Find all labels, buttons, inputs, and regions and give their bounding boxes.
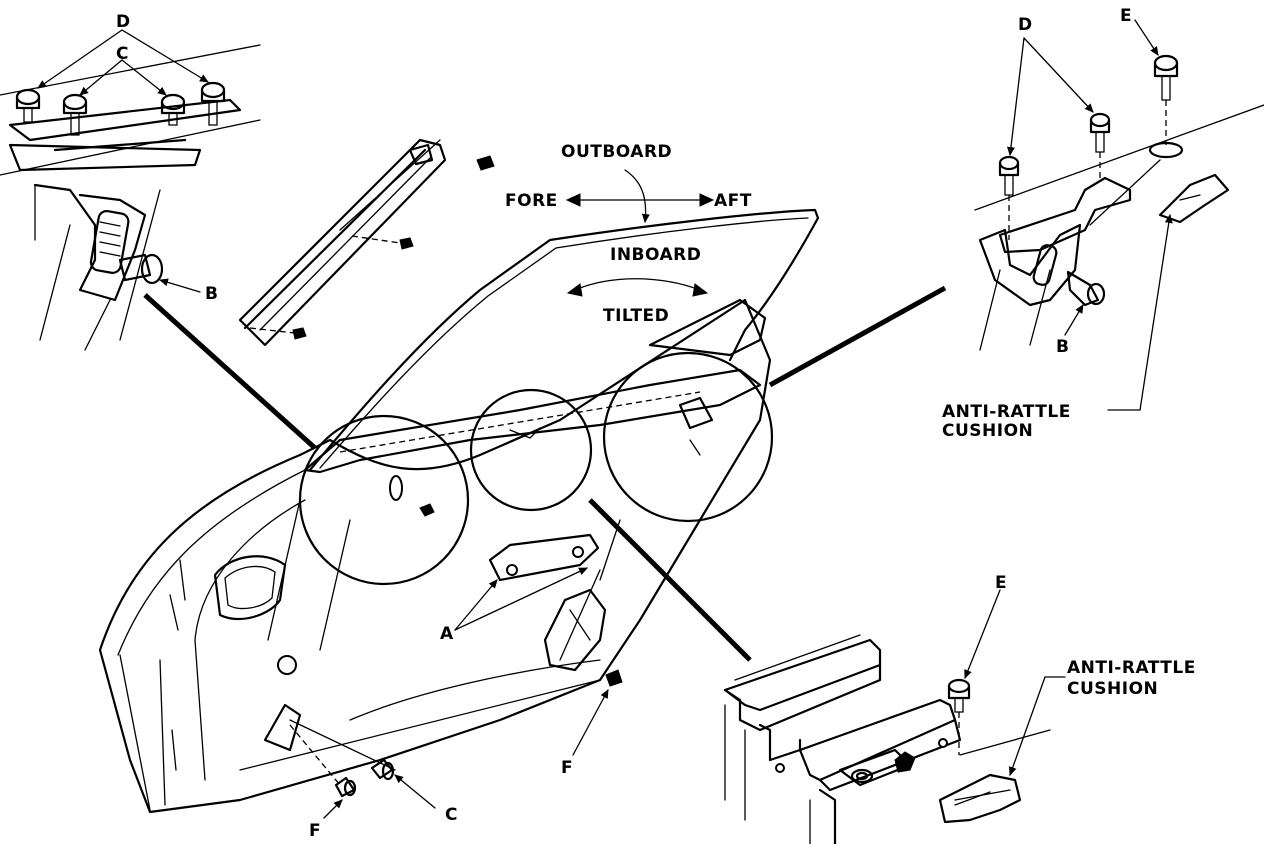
arrows-top-right xyxy=(1006,19,1173,411)
label-b-top-left: B xyxy=(205,284,218,304)
detail-circle-right xyxy=(602,351,774,523)
label-anti-rattle-top-line2: CUSHION xyxy=(942,421,1033,441)
fastener-c-2 xyxy=(160,93,186,126)
label-f-bottom-left: F xyxy=(309,821,321,841)
detail-top-right-bracket xyxy=(974,54,1264,351)
window-glass xyxy=(308,208,820,472)
label-c-bottom: C xyxy=(445,805,458,825)
detail-circle-center xyxy=(469,388,593,512)
fastener-d-1 xyxy=(15,88,41,123)
detail-bottom-right-bracket xyxy=(723,634,1051,844)
detail-top-left-bracket xyxy=(0,44,261,351)
run-channel-part xyxy=(238,138,495,347)
label-d-top-right: D xyxy=(1018,15,1033,35)
label-f-bottom-center: F xyxy=(561,758,573,778)
arrows-bottom-right xyxy=(964,589,1066,776)
door-panel xyxy=(98,298,772,814)
label-c-top-left: C xyxy=(116,44,129,64)
fastener-c-3 xyxy=(370,758,395,781)
label-anti-rattle-top-line1: ANTI-RATTLE xyxy=(942,402,1071,422)
label-inboard: INBOARD xyxy=(610,245,701,265)
label-d-top-left: D xyxy=(116,12,131,32)
label-a: A xyxy=(440,624,454,644)
fastener-f-2 xyxy=(605,669,623,687)
detail-circle-left xyxy=(298,414,470,586)
label-e-bottom-right: E xyxy=(995,573,1007,593)
fastener-d-2 xyxy=(200,81,226,126)
leader-to-top-right-detail xyxy=(768,285,947,388)
label-tilted: TILTED xyxy=(603,306,669,326)
label-outboard: OUTBOARD xyxy=(561,142,672,162)
belt-rail xyxy=(303,298,767,474)
anti-rattle-cushion-bottom xyxy=(938,773,1022,824)
fastener-e-1 xyxy=(1148,54,1184,159)
label-anti-rattle-bottom-line2: CUSHION xyxy=(1067,679,1158,699)
arrows-d-c-top-left xyxy=(37,29,209,293)
label-e-top-right: E xyxy=(1120,6,1132,26)
label-anti-rattle-bottom-line1: ANTI-RATTLE xyxy=(1067,658,1196,678)
label-fore: FORE xyxy=(505,191,558,211)
text-labels: OUTBOARD FORE AFT INBOARD TILTED D C B D… xyxy=(116,6,1196,841)
label-aft: AFT xyxy=(714,191,752,211)
fastener-f-1 xyxy=(289,724,357,798)
leader-to-bottom-right-detail xyxy=(588,498,752,662)
fastener-b-2 xyxy=(1066,270,1106,307)
label-b-top-right: B xyxy=(1056,337,1069,357)
fastener-d-4 xyxy=(1089,112,1111,182)
anti-rattle-cushion-top xyxy=(1158,173,1230,224)
leader-to-top-left-detail xyxy=(143,293,317,450)
fastener-e-2 xyxy=(947,678,971,755)
fastener-d-3 xyxy=(998,155,1020,240)
fastener-c-1 xyxy=(62,93,88,136)
direction-arrows xyxy=(565,169,715,297)
arrows-bottom-left xyxy=(289,567,609,819)
